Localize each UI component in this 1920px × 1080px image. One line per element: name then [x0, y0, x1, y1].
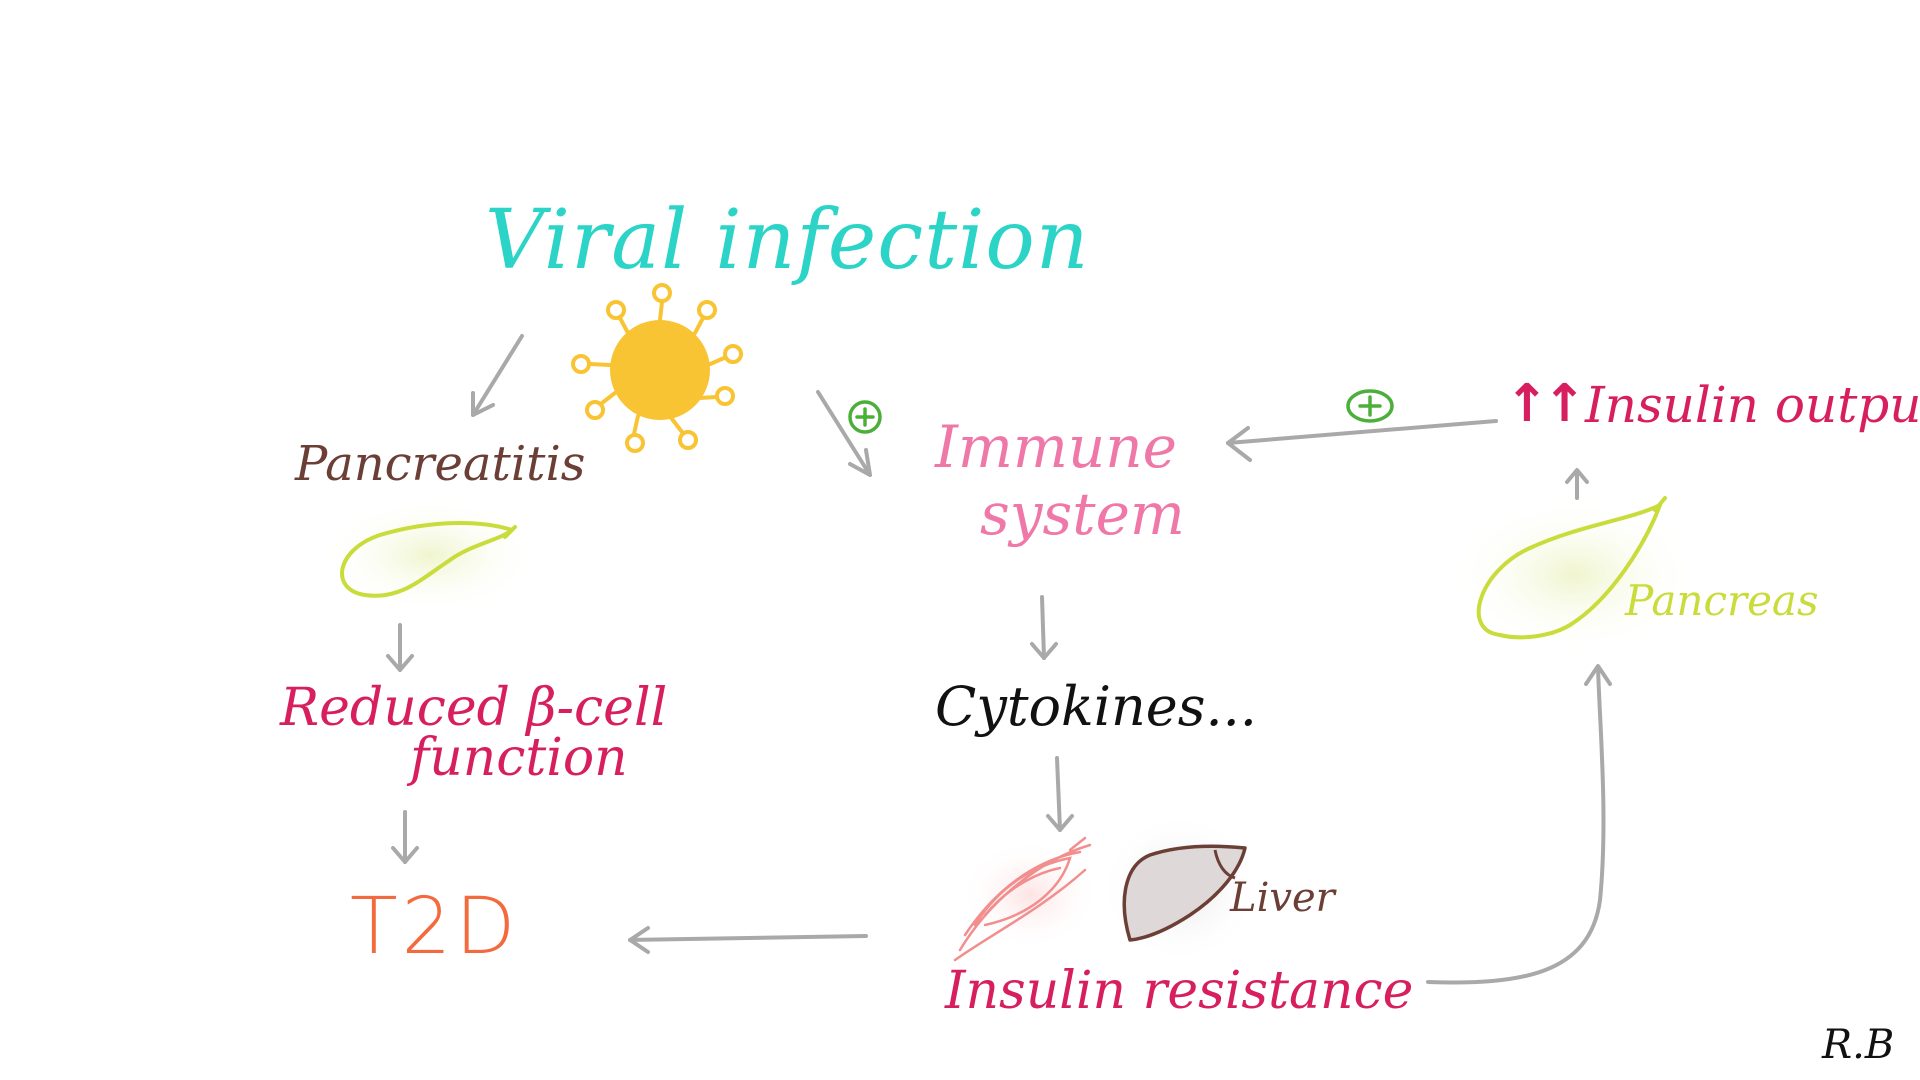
arrow-viral-to-immune	[816, 390, 872, 477]
arrow-output-to-immune	[1226, 419, 1498, 462]
arrow-reduced-to-t2d	[391, 810, 419, 864]
node-cytokines: Cytokines...	[935, 675, 1257, 738]
pancreas-icon-right	[1450, 495, 1700, 655]
node-insulin-resistance: Insulin resistance	[945, 961, 1414, 1021]
muscle-icon	[953, 836, 1100, 962]
arrow-cytokines-to-resistance	[1046, 756, 1074, 832]
node-insulin-output: Insulin output	[1585, 376, 1920, 434]
node-immune-line2: system	[980, 480, 1185, 548]
node-pancreas: Pancreas	[1625, 576, 1819, 625]
arrow-resistance-to-pancreas	[1426, 664, 1612, 985]
liver-icon	[1100, 813, 1260, 963]
arrow-resistance-to-t2d	[628, 926, 868, 954]
double-up-arrow-icon: ↑↑	[1505, 374, 1586, 434]
arrow-viral-to-pancreatitis	[471, 334, 524, 417]
node-viral-infection: Viral infection	[485, 193, 1090, 288]
node-liver: Liver	[1230, 875, 1335, 921]
author-signature: R.B	[1822, 1022, 1895, 1068]
node-reduced-beta-line2: function	[410, 728, 628, 788]
arrow-pancreas-to-output	[1565, 468, 1589, 500]
arrow-pancreatitis-to-reduced	[386, 623, 414, 672]
pancreas-icon-left	[320, 495, 540, 615]
node-pancreatitis: Pancreatitis	[295, 436, 586, 492]
arrow-immune-to-cytokines	[1030, 595, 1058, 660]
plus-icon-output-immune	[1346, 389, 1394, 423]
node-t2d: T2D	[350, 882, 520, 972]
virus-icon	[571, 283, 743, 453]
node-reduced-beta-line1: Reduced β-cell	[280, 678, 668, 738]
node-immune-line1: Immune	[935, 413, 1177, 481]
plus-icon-viral-immune	[848, 400, 882, 434]
